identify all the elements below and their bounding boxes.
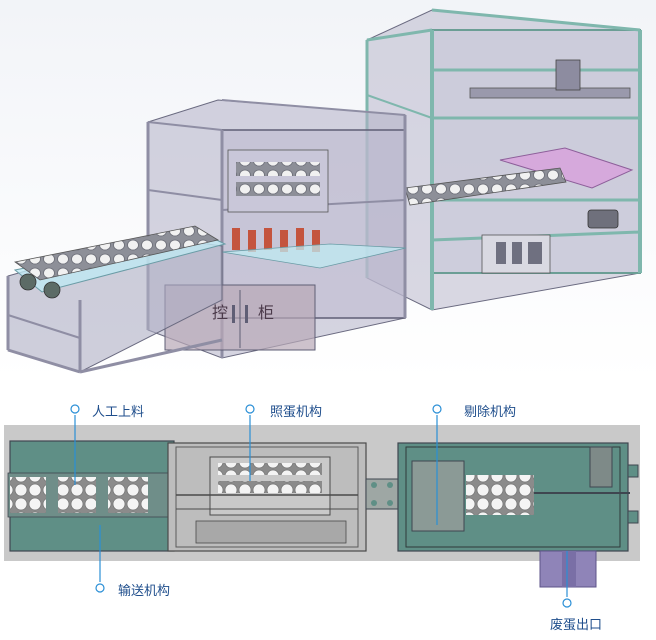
cabinet-char-2: 柜 [258,303,274,322]
callout-manual-loading: 人工上料 [92,405,145,420]
conveyor-3d [6,225,227,374]
isometric-3d-render: 控 柜 [0,0,656,380]
plan-conveyor [7,440,175,552]
cabinet-char-1: 控 [212,303,228,322]
plan-rejection [397,442,639,552]
callout-candling: 照蛋机构 [270,405,323,420]
callout-rejection: 剔除机构 [464,405,517,420]
plan-candling [167,442,367,552]
callout-conveyor: 输送机构 [118,584,171,599]
plan-coupling [365,478,399,510]
plan-view [4,404,640,608]
rejection-unit-3d [365,8,642,311]
callout-waste-outlet: 废蛋出口 [550,618,603,633]
